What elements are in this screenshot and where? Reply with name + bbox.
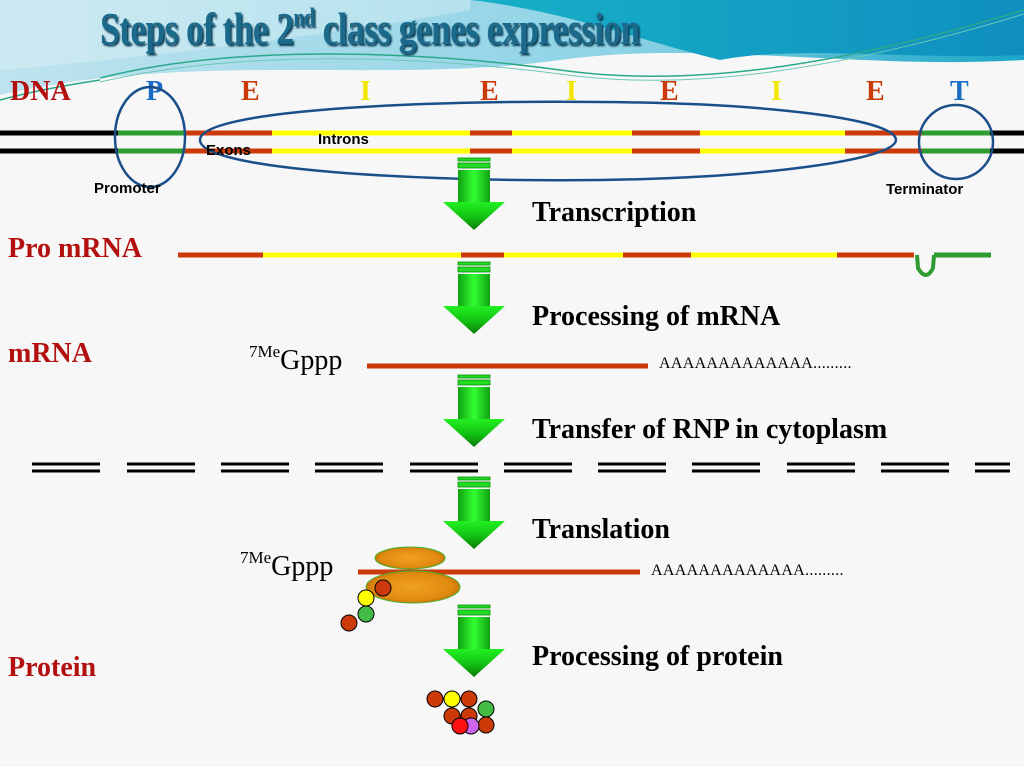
terminator-circle <box>917 103 995 181</box>
region-letter-intron: I <box>360 76 371 107</box>
arrow-translation <box>442 476 506 550</box>
mrna-poly-a-tail: AAAAAAAAAAAAA......... <box>659 355 852 372</box>
region-letter-exon: E <box>660 76 679 107</box>
region-letter-exon: E <box>480 76 499 107</box>
exons-label: Exons <box>206 142 252 159</box>
region-letter-terminator: T <box>950 76 969 107</box>
region-letter-intron: I <box>771 76 782 107</box>
amino-acid <box>477 700 495 718</box>
arrow-transcription <box>442 157 506 231</box>
amino-acid <box>357 589 375 607</box>
ribosome-large-subunit <box>365 570 461 604</box>
step-processing-protein: Processing of protein <box>532 641 783 672</box>
amino-acid <box>460 690 478 708</box>
mrna-5-prime-cap: 7MeGppp <box>249 342 343 376</box>
step-translation: Translation <box>532 514 670 545</box>
step-transfer-rnp: Transfer of RNP in cytoplasm <box>532 414 888 445</box>
promoter-circle <box>113 85 187 189</box>
folded-protein <box>426 690 495 735</box>
ribosome <box>365 546 461 604</box>
step-transcription: Transcription <box>532 197 697 228</box>
nuclear-membrane <box>32 462 1010 473</box>
ribosome-small-subunit <box>374 546 446 570</box>
amino-acid <box>357 605 375 623</box>
arrow-transfer-rnp <box>442 374 506 448</box>
translating-mrna-5-prime-cap: 7MeGppp <box>240 548 334 582</box>
header-wave-background <box>0 0 1024 101</box>
arrow-processing-mrna <box>442 261 506 335</box>
amino-acid <box>451 717 469 735</box>
introns-label: Introns <box>318 131 369 148</box>
pro-mrna-label: Pro mRNA <box>8 233 143 264</box>
pro-mrna-strand <box>178 252 991 277</box>
protein-label: Protein <box>8 652 97 683</box>
gene-body-ellipse <box>198 100 898 182</box>
region-letter-exon: E <box>241 76 260 107</box>
region-letter-promoter: P <box>146 76 164 107</box>
translating-mrna-poly-a-tail: AAAAAAAAAAAAA......... <box>651 562 844 579</box>
promoter-label: Promoter <box>94 180 161 197</box>
amino-acid <box>443 690 461 708</box>
mrna-label: mRNA <box>8 338 92 369</box>
amino-acid <box>340 614 358 632</box>
terminator-label: Terminator <box>886 181 964 198</box>
step-processing-mrna: Processing of mRNA <box>532 301 781 332</box>
dna-double-strand <box>0 130 1024 154</box>
amino-acid <box>426 690 444 708</box>
nascent-polypeptide <box>340 579 392 632</box>
region-letter-intron: I <box>566 76 577 107</box>
slide-title: Steps of the 2nd class genes expression <box>100 3 640 54</box>
amino-acid <box>477 716 495 734</box>
amino-acid <box>374 579 392 597</box>
region-letter-exon: E <box>866 76 885 107</box>
arrow-processing-protein <box>442 604 506 678</box>
dna-label: DNA <box>10 76 71 107</box>
